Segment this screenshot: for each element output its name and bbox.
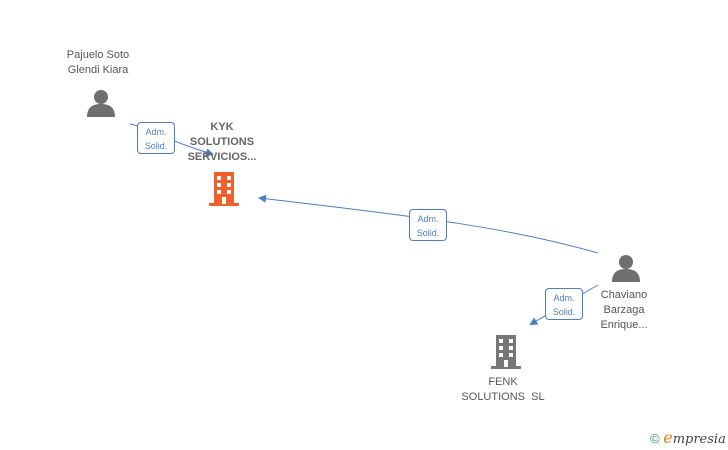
person-icon[interactable] [86, 88, 116, 118]
edge-role-label[interactable]: Adm. Solid. [545, 288, 583, 320]
person-icon[interactable] [611, 253, 641, 283]
person-name-pajuelo[interactable]: Pajuelo Soto Glendi Kiara [48, 48, 148, 78]
company-name-fenk[interactable]: FENK SOLUTIONS SL [461, 376, 545, 403]
edge-role-label[interactable]: Adm. Solid. [409, 209, 447, 241]
building-icon[interactable] [489, 334, 523, 370]
person-name-line: Glendi Kiara [67, 64, 129, 76]
edge-role-label[interactable]: Adm. Solid. [137, 122, 175, 154]
building-icon-highlight[interactable] [207, 171, 241, 207]
person-name-chaviano[interactable]: Chaviano Barzaga Enrique... [600, 289, 648, 331]
brand-logo: © empresia [650, 428, 726, 447]
company-name-kyk[interactable]: KYK SOLUTIONS SERVICIOS... [187, 121, 257, 163]
copyright-icon: © [650, 431, 660, 446]
person-name-line: Pajuelo Soto [66, 49, 130, 61]
